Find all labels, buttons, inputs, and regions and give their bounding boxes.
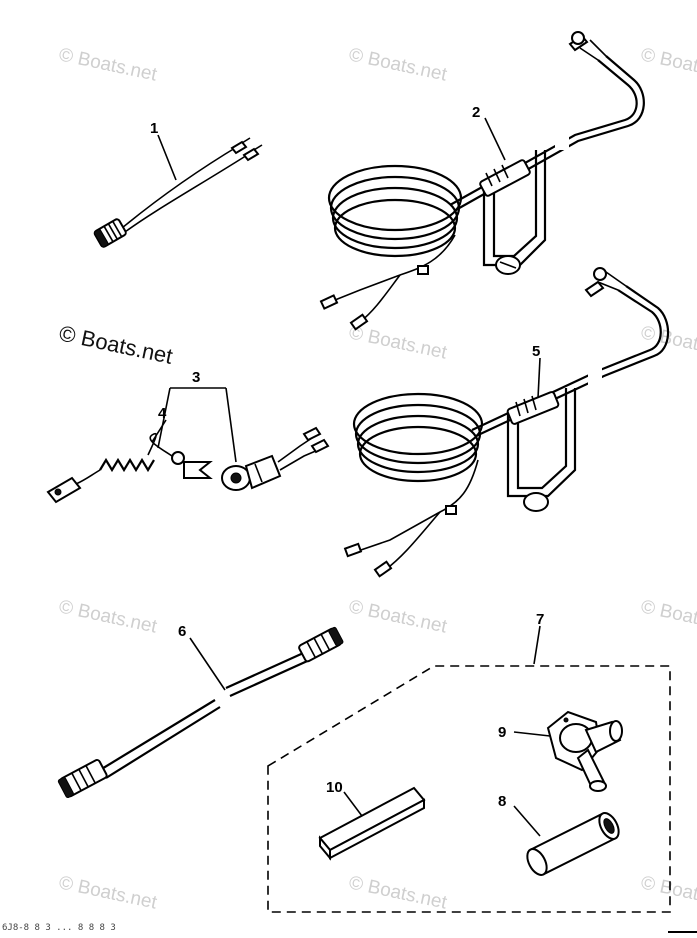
callout-5: 5	[532, 343, 540, 360]
part-6-extension-cable	[57, 626, 344, 799]
part-10-bar	[318, 786, 426, 861]
part-3-stop-switch	[221, 426, 330, 491]
part-1-wire-lead	[93, 137, 263, 248]
callout-4: 4	[158, 405, 167, 422]
watermark: © Boats.net	[347, 596, 449, 637]
callout-1: 1	[150, 120, 158, 137]
leader-3b	[225, 387, 237, 463]
callout-7: 7	[536, 611, 544, 628]
watermark: © Boats.net	[639, 44, 697, 85]
footer-code: 6J8-8 8 3 ... 8 8 8 3	[2, 923, 116, 933]
part-8-tube	[526, 812, 620, 876]
callout-2: 2	[472, 104, 480, 121]
watermark: © Boats.net	[639, 872, 697, 913]
watermark: © Boats.net	[347, 44, 449, 85]
watermark: © Boats.net	[57, 596, 159, 637]
leader-10	[343, 791, 363, 817]
leader-2	[484, 117, 506, 161]
leader-5	[537, 357, 541, 399]
callout-10: 10	[326, 779, 343, 796]
leader-3a	[157, 387, 171, 449]
leader-1	[157, 134, 177, 181]
leader-6	[189, 637, 226, 691]
callout-6: 6	[178, 623, 186, 640]
part-7-kit-outline	[267, 665, 671, 913]
part-2-extension-wire	[319, 31, 645, 331]
leader-9	[513, 731, 551, 737]
watermark: © Boats.net	[347, 322, 449, 363]
part-5-extension-wire	[343, 267, 670, 578]
callout-8: 8	[498, 793, 506, 810]
copyright-notice: © Boats.net	[57, 320, 175, 368]
callout-3: 3	[192, 369, 200, 386]
watermark: © Boats.net	[639, 596, 697, 637]
watermark: © Boats.net	[347, 872, 449, 913]
watermark: © Boats.net	[57, 44, 159, 85]
part-9-fitting	[546, 710, 623, 792]
watermark: © Boats.net	[57, 872, 159, 913]
leader-8	[513, 805, 541, 837]
leader-7	[533, 625, 541, 665]
callout-9: 9	[498, 724, 506, 741]
leader-4	[151, 419, 167, 443]
part-4-lanyard	[46, 433, 213, 504]
